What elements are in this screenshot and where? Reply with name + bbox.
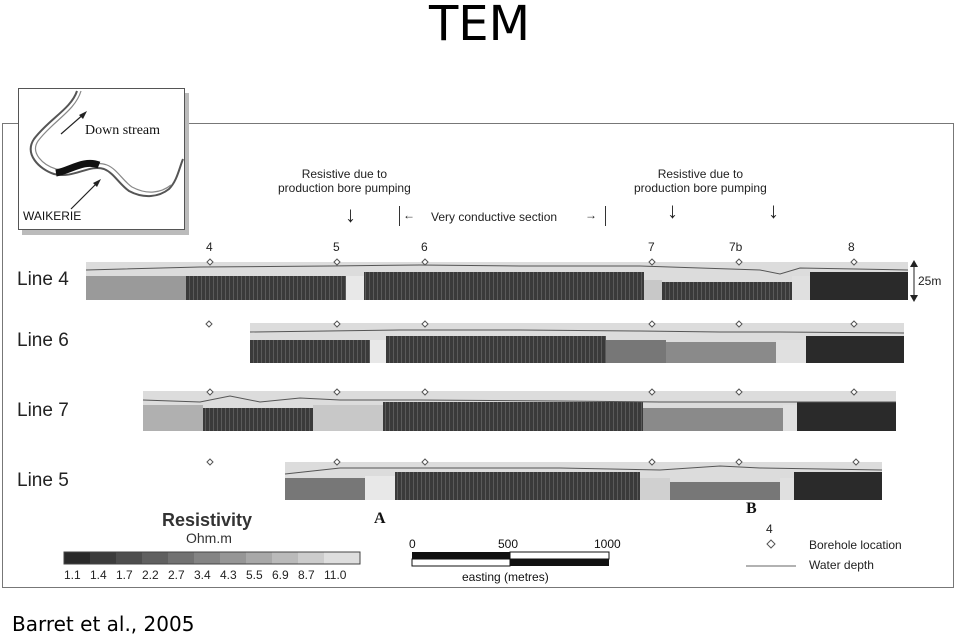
colorbar-tick: 1.1 xyxy=(64,568,81,582)
downstream-label: Down stream xyxy=(85,123,161,138)
borehole-number: 7 xyxy=(648,240,655,254)
down-arrow-icon: ↓ xyxy=(768,198,779,223)
line-label: Line 4 xyxy=(17,269,69,290)
right-arrow-icon: → xyxy=(585,208,597,222)
profile-point-b: B xyxy=(746,500,757,517)
borehole-number: 5 xyxy=(333,240,340,254)
section-line-7 xyxy=(142,391,896,431)
legend-borehole-number: 4 xyxy=(766,522,773,536)
colorbar-tick: 4.3 xyxy=(220,568,237,582)
section-line-5 xyxy=(284,462,883,500)
line-label: Line 5 xyxy=(17,470,69,491)
down-arrow-icon: ↓ xyxy=(345,202,356,227)
scale-tick: 0 xyxy=(409,537,416,551)
borehole-number: 7b xyxy=(729,240,743,254)
resistive-annotation-left: Resistive due to production bore pumping xyxy=(278,167,411,195)
scale-tick: 500 xyxy=(498,537,519,551)
borehole-legend-symbol xyxy=(766,539,776,549)
scale-tick: 1000 xyxy=(594,537,621,551)
colorbar-tick: 6.9 xyxy=(272,568,289,582)
colorbar-tick: 5.5 xyxy=(246,568,263,582)
borehole-markers xyxy=(205,258,860,466)
colorbar-tick: 3.4 xyxy=(194,568,211,582)
resistive-annotation-right: Resistive due to production bore pumping xyxy=(634,167,767,195)
survey-reach xyxy=(55,159,101,177)
left-arrow-icon: ← xyxy=(403,208,415,222)
section-line-4 xyxy=(85,262,909,300)
depth-scale-label: 25m xyxy=(918,274,942,288)
scale-label: easting (metres) xyxy=(462,570,549,584)
colorbar-tick: 1.4 xyxy=(90,568,107,582)
inset-map: Down stream WAIKERIE xyxy=(18,88,185,230)
colorbar-title: Resistivity xyxy=(162,510,253,530)
resistivity-colorbar xyxy=(63,551,361,565)
distance-scale-bar xyxy=(411,551,610,567)
legend-borehole-label: Borehole location xyxy=(809,538,902,552)
colorbar-tick: 1.7 xyxy=(116,568,133,582)
down-arrow-icon: ↓ xyxy=(667,198,678,223)
citation: Barret et al., 2005 xyxy=(12,612,195,636)
conductive-section-label: Very conductive section xyxy=(431,210,558,224)
legend-water-label: Water depth xyxy=(809,558,874,572)
colorbar-tick: 8.7 xyxy=(298,568,315,582)
profile-point-a: A xyxy=(374,510,386,527)
line-label: Line 7 xyxy=(17,400,69,421)
river-map xyxy=(29,90,184,210)
borehole-number: 6 xyxy=(421,240,428,254)
town-label: WAIKERIE xyxy=(23,209,82,223)
page-title: TEM xyxy=(428,0,531,52)
borehole-number: 8 xyxy=(848,240,855,254)
section-line-6 xyxy=(249,323,905,363)
line-label: Line 6 xyxy=(17,330,69,351)
colorbar-tick-labels: 1.1 1.4 1.7 2.2 2.7 3.4 4.3 5.5 6.9 8.7 11.0 xyxy=(64,568,354,582)
colorbar-tick: 11.0 xyxy=(324,568,347,582)
conductive-section-marker: ← Very conductive section → xyxy=(399,206,606,226)
colorbar-unit: Ohm.m xyxy=(186,530,232,546)
borehole-number: 4 xyxy=(206,240,213,254)
colorbar-tick: 2.2 xyxy=(142,568,159,582)
colorbar-tick: 2.7 xyxy=(168,568,185,582)
